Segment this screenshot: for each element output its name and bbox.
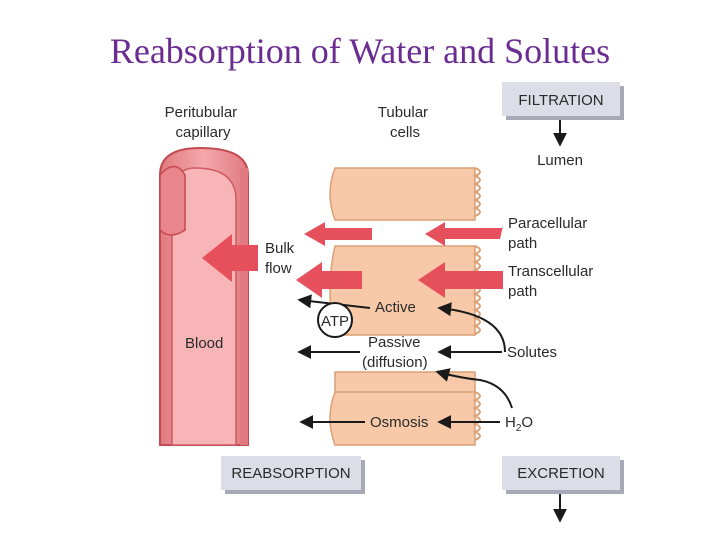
tubular-cell-1 — [329, 167, 476, 221]
excretion-label: EXCRETION — [517, 465, 605, 482]
tubular-cell-4 — [329, 391, 476, 446]
peritubular-capillary-label: Peritubular capillary — [165, 104, 242, 141]
osmosis-label: Osmosis — [370, 414, 428, 431]
lumen-label: Lumen — [537, 152, 583, 169]
bulk-flow-arrow — [202, 234, 258, 282]
transcellular-arrow-left — [296, 262, 362, 298]
blood-label: Blood — [185, 335, 223, 352]
reabsorption-label: REABSORPTION — [231, 465, 350, 482]
osmosis-curve — [435, 368, 513, 409]
paracellular-arrow-left — [304, 222, 372, 246]
solutes-to-active-curve — [437, 302, 506, 353]
atp-circle — [317, 302, 353, 338]
active-label: Active — [375, 299, 416, 316]
bulk-flow-label: Bulk flow — [265, 240, 298, 277]
filtration-box: FILTRATION — [502, 82, 624, 120]
paracellular-label: Paracellular path — [508, 215, 591, 252]
passive-label: Passive (diffusion) — [362, 334, 428, 371]
brush-border — [472, 167, 481, 441]
peritubular-capillary — [159, 146, 249, 446]
page-title: Reabsorption of Water and Solutes — [109, 31, 611, 71]
filtration-label: FILTRATION — [518, 92, 603, 109]
water-label: H2O — [505, 414, 533, 434]
excretion-box: EXCRETION — [502, 456, 624, 494]
transcellular-label: Transcellular path — [508, 263, 597, 300]
tubular-cells-label: Tubular cells — [378, 104, 432, 141]
atp-label: ATP — [321, 313, 349, 330]
paracellular-arrow-right — [425, 222, 503, 246]
reabsorption-box: REABSORPTION — [221, 456, 365, 494]
solutes-label: Solutes — [507, 344, 557, 361]
transcellular-arrow-right — [418, 262, 503, 298]
